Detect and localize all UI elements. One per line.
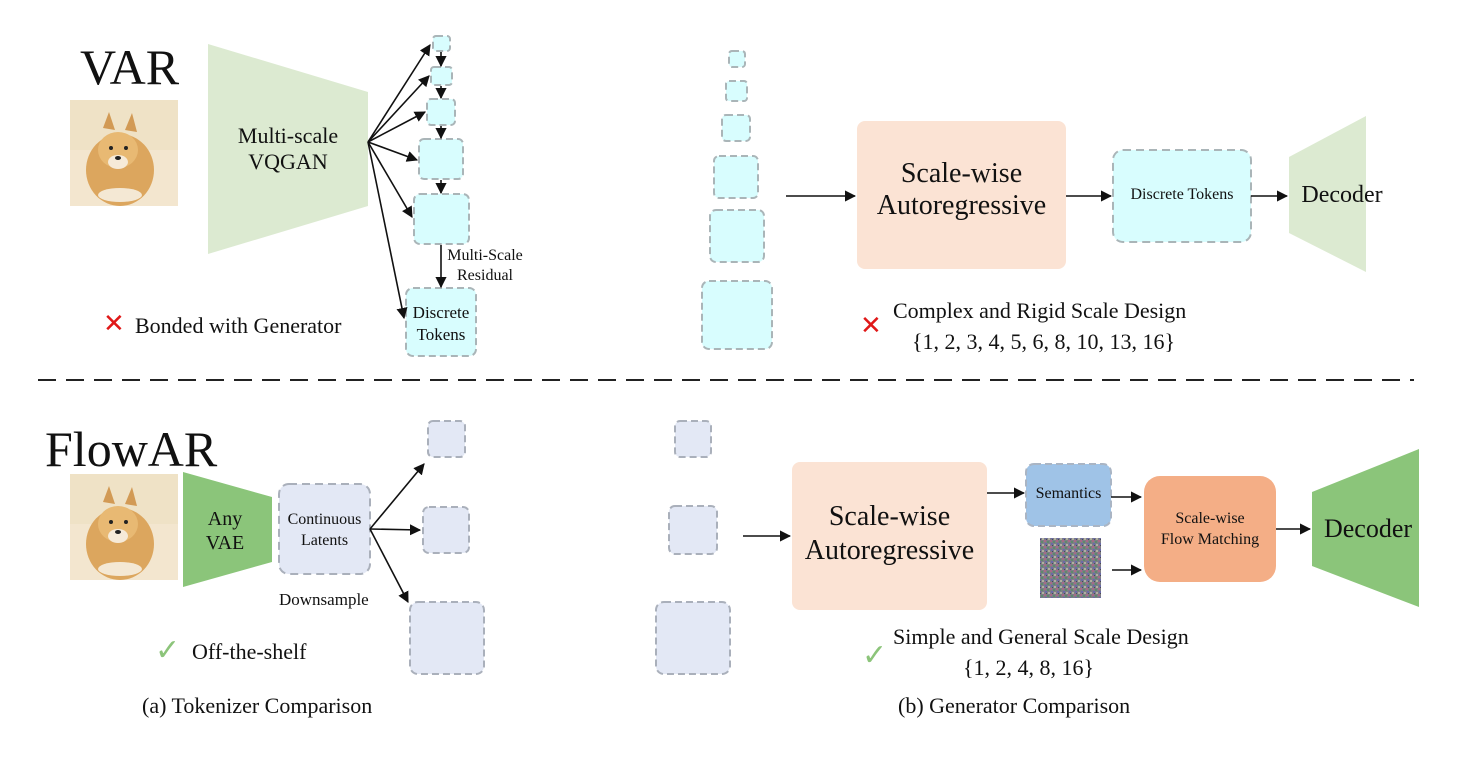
flowar-ar-label: Scale-wise Autoregressive xyxy=(804,501,975,566)
var-token-pyramid xyxy=(405,35,477,357)
vqgan-encoder xyxy=(208,44,368,254)
vqgan-label: Multi-scale VQGAN xyxy=(237,123,339,175)
any-vae-encoder xyxy=(183,472,272,587)
var-generator-drawback: Complex and Rigid Scale Design xyxy=(893,298,1187,323)
multi-scale-residual-label: Multi-Scale Residual xyxy=(447,247,523,284)
flowar-generator-benefit: Simple and General Scale Design xyxy=(893,624,1189,649)
var-tokens-label: Discrete Tokens xyxy=(412,303,470,345)
var-ar-label: Scale-wise Autoregressive xyxy=(876,158,1047,222)
var-discrete-tokens-label: Discrete Tokens xyxy=(1130,186,1234,203)
flowar-downsample-arrows xyxy=(369,463,425,603)
flowar-title: FlowAR xyxy=(45,421,218,477)
input-image-var xyxy=(70,100,178,206)
flowar-tokenizer-benefit: Off-the-shelf xyxy=(192,639,307,664)
flow-matching-block xyxy=(1144,476,1276,582)
check-icon: ✓ xyxy=(155,633,181,668)
flowar-ar-block xyxy=(792,462,987,610)
flowar-generator-pyramid xyxy=(655,420,731,675)
flowar-scales: {1, 2, 4, 8, 16} xyxy=(963,655,1095,680)
noise-block xyxy=(1040,538,1101,598)
check-icon: ✓ xyxy=(862,638,888,673)
var-fan-arrows xyxy=(367,44,447,320)
flowar-decoder xyxy=(1312,449,1419,607)
continuous-latents-label: Continuous Latents xyxy=(287,511,362,549)
flowar-decoder-label: Decoder xyxy=(1323,514,1413,543)
var-decoder xyxy=(1289,116,1366,272)
flow-matching-label: Scale-wise Flow Matching xyxy=(1160,510,1260,548)
var-decoder-label: Decoder xyxy=(1301,182,1383,208)
var-scales: {1, 2, 3, 4, 5, 6, 8, 10, 13, 16} xyxy=(912,329,1176,354)
var-generator-pyramid xyxy=(701,50,773,350)
cross-icon: ✕ xyxy=(103,309,125,339)
var-tokenizer-drawback: Bonded with Generator xyxy=(135,313,342,338)
downsample-label: Downsample xyxy=(279,590,369,609)
var-ar-block xyxy=(857,121,1066,269)
cross-icon: ✕ xyxy=(860,311,882,341)
caption-b: (b) Generator Comparison xyxy=(898,693,1131,718)
input-image-flowar xyxy=(70,474,178,580)
semantics-label: Semantics xyxy=(1035,485,1102,502)
var-title: VAR xyxy=(80,39,180,95)
flowar-latent-pyramid xyxy=(409,420,485,675)
any-vae-label: Any VAE xyxy=(205,508,245,554)
semantics-block xyxy=(1025,463,1112,527)
caption-a: (a) Tokenizer Comparison xyxy=(142,693,373,718)
